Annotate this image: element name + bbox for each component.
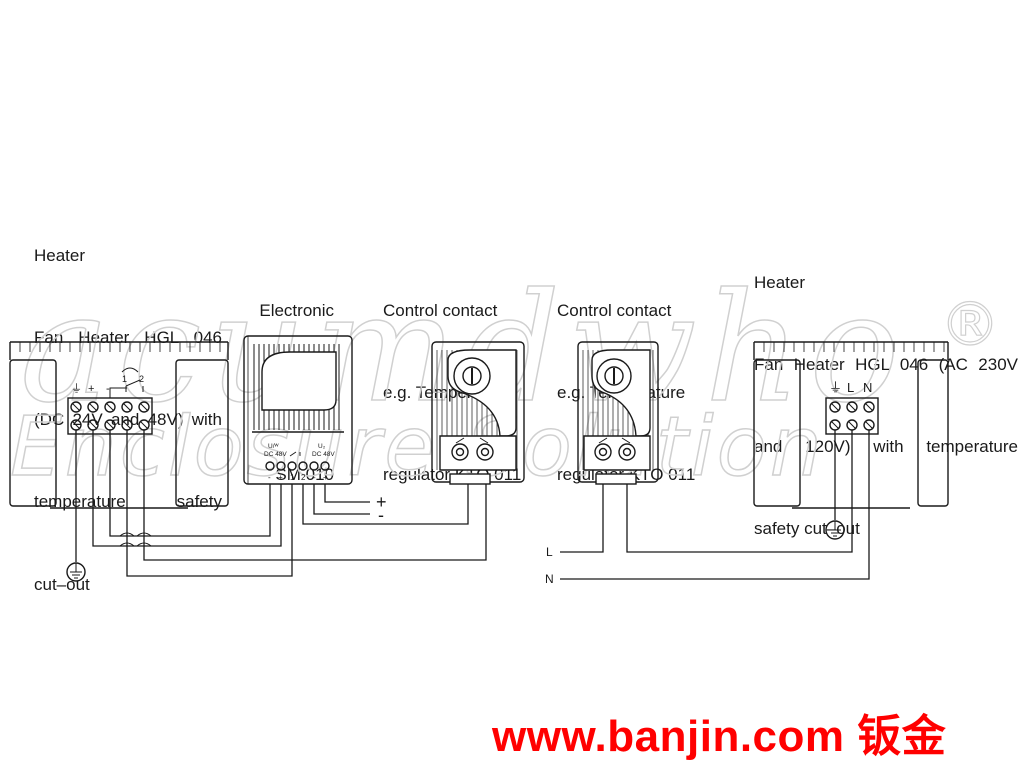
wiring (75, 430, 870, 580)
footer-site-banner: www.banjin.com 钣金 (492, 712, 947, 761)
caption-line: Fan Heater HGL 046 (AC 230V (754, 355, 1018, 375)
caption-ac-heater: Heater Fan Heater HGL 046 (AC 230V and 1… (754, 214, 1018, 570)
caption-line: Control contact (383, 300, 498, 320)
caption-line: safety cut–out (754, 519, 860, 539)
ac-terminal-label-earth: ⏚ (829, 380, 842, 395)
dc-heater-terminal-screws (70, 401, 150, 431)
thermostat-b-terminal-icon (594, 443, 612, 461)
relay-pin-1: 1 (290, 473, 295, 482)
thermostat-a-terminal-icon (451, 443, 469, 461)
line-label-n: N (545, 572, 554, 586)
line-label-l: L (546, 545, 553, 559)
dc-fan-heater: ⏚ + - 1 2 (9, 341, 229, 509)
relay-pin-minus-a: - (268, 473, 271, 482)
caption-line: temperature safety (34, 492, 222, 512)
thermostat-a-terminal-icon (476, 443, 494, 461)
ground-icon (66, 562, 86, 582)
electronic-relay: U/ᵂ DC 48V U₂ DC 48V - + 1 2 - + (243, 335, 353, 485)
relay-pin-minus-b: - (313, 473, 316, 482)
ac-heater-terminal-screws (829, 401, 875, 431)
watermark-line2: Enclosure Solution (10, 400, 825, 495)
supply-plus-label: + (376, 492, 387, 512)
caption-line: Heater (754, 272, 806, 292)
caption-line: cut–out (34, 574, 90, 594)
ground-icon (825, 520, 845, 540)
registered-mark: ® (940, 290, 1000, 360)
thermostat-b (577, 341, 659, 485)
thermostat-b-terminal-icon (618, 443, 636, 461)
thermostat-a (431, 341, 525, 485)
relay-label-right-1: U₂ (318, 443, 326, 450)
relay-pin-plus-a: + (278, 473, 283, 482)
caption-line: Heater (34, 245, 86, 265)
supply-minus-label: - (378, 505, 384, 525)
relay-label-right-2: DC 48V (312, 451, 335, 458)
terminal-label-plus: + (88, 383, 94, 395)
caption-line: Electronic (259, 300, 334, 320)
relay-contact-icon (289, 451, 301, 457)
relay-pin-2: 2 (301, 473, 306, 482)
ac-fan-heater: ⏚ L N (753, 341, 949, 509)
ac-terminal-label-l: L (847, 380, 854, 395)
relay-label-left-2: DC 48V (264, 451, 287, 458)
terminal-label-2: 2 (139, 374, 144, 384)
caption-line: and 120V) with temperature (754, 437, 1018, 457)
terminal-label-minus: - (106, 383, 110, 395)
relay-label-left-1: U/ᵂ (268, 443, 280, 450)
relay-terminal-holes (265, 461, 330, 471)
terminal-label-1: 1 (122, 374, 127, 384)
relay-pin-plus-b: + (323, 473, 328, 482)
terminal-label-earth: ⏚ (71, 382, 82, 395)
caption-line: Control contact (557, 300, 672, 320)
ac-terminal-label-n: N (863, 380, 872, 395)
thermal-switch-icon (121, 367, 144, 392)
